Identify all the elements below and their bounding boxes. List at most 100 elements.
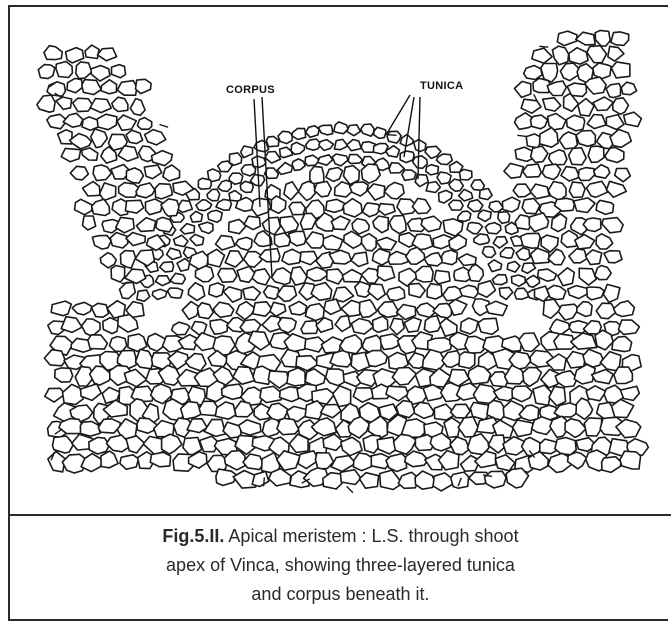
- cell: [611, 62, 630, 78]
- cell: [314, 181, 331, 196]
- cell: [252, 471, 269, 486]
- cell: [504, 163, 524, 178]
- cell: [97, 114, 117, 130]
- cell: [126, 436, 144, 453]
- cell: [478, 210, 491, 221]
- cell: [593, 97, 613, 111]
- cell: [321, 337, 342, 353]
- cell: [244, 252, 263, 268]
- cell: [93, 165, 111, 181]
- cell: [613, 98, 629, 115]
- cell: [488, 260, 502, 272]
- cell: [111, 266, 125, 283]
- cell: [459, 352, 475, 369]
- cell: [424, 253, 443, 266]
- cell: [578, 99, 594, 117]
- cell: [82, 80, 102, 95]
- cell: [190, 234, 204, 245]
- cell: [414, 402, 434, 418]
- cell: [311, 283, 332, 301]
- cell: [361, 164, 380, 183]
- cell: [124, 369, 146, 386]
- cell: [266, 136, 279, 146]
- cell: [605, 147, 624, 162]
- cell: [136, 183, 155, 198]
- caption-line-3: and corpus beneath it.: [10, 580, 671, 609]
- cell: [63, 113, 83, 127]
- cell: [126, 130, 143, 143]
- cell: [559, 132, 577, 149]
- cell: [606, 84, 621, 98]
- cell: [253, 302, 272, 316]
- cell: [442, 351, 460, 368]
- cell: [333, 386, 351, 407]
- cell: [137, 118, 151, 130]
- cell: [326, 369, 345, 386]
- cell: [577, 302, 592, 317]
- cell: [569, 182, 585, 197]
- cell: [244, 216, 260, 229]
- cell: [514, 81, 530, 97]
- cell: [237, 266, 256, 282]
- cell: [229, 153, 241, 165]
- cell: [214, 302, 234, 317]
- cell: [66, 48, 84, 63]
- cell: [275, 233, 291, 247]
- cell: [130, 99, 145, 116]
- cell: [44, 350, 65, 366]
- cell: [56, 97, 72, 109]
- cell: [170, 273, 185, 284]
- cell: [239, 420, 261, 435]
- cell: [306, 232, 325, 248]
- cell: [236, 302, 255, 320]
- cell: [361, 124, 374, 136]
- cell: [359, 473, 378, 489]
- cell: [530, 248, 549, 264]
- cell: [531, 115, 548, 129]
- cell: [576, 398, 593, 419]
- cell: [128, 334, 147, 352]
- cell: [578, 168, 594, 181]
- cell: [61, 317, 82, 333]
- cell: [493, 237, 507, 248]
- cell: [532, 48, 552, 63]
- cell: [543, 98, 561, 111]
- cell: [569, 48, 588, 64]
- cell: [101, 451, 118, 468]
- cell: [443, 219, 463, 236]
- cell: [287, 368, 305, 386]
- cell: [289, 202, 305, 214]
- cell: [116, 217, 134, 232]
- cell: [602, 218, 623, 233]
- cell: [332, 154, 348, 166]
- cell: [80, 421, 100, 436]
- caption-divider: [10, 514, 671, 516]
- cell-wall-stub: [539, 46, 548, 47]
- cell: [479, 189, 492, 200]
- cell: [614, 367, 633, 384]
- cell: [608, 46, 624, 61]
- cell: [365, 351, 387, 367]
- cell: [530, 184, 549, 199]
- cell: [235, 401, 253, 417]
- cell: [596, 200, 614, 214]
- cell: [323, 235, 343, 250]
- cell: [602, 457, 622, 473]
- cell: [307, 267, 328, 281]
- cell: [83, 182, 101, 197]
- cell: [216, 236, 236, 250]
- cell: [37, 95, 55, 112]
- cell: [161, 199, 179, 216]
- cell: [117, 81, 137, 96]
- cell: [100, 253, 116, 268]
- cell: [191, 322, 206, 335]
- cell: [611, 32, 629, 46]
- cell: [624, 112, 642, 127]
- cell: [540, 128, 559, 148]
- cell: [326, 168, 343, 182]
- cell: [218, 180, 231, 191]
- cell: [569, 249, 587, 263]
- cell: [152, 289, 167, 299]
- cell-network: [37, 30, 648, 492]
- caption-text-1: Apical meristem : L.S. through shoot: [224, 526, 518, 546]
